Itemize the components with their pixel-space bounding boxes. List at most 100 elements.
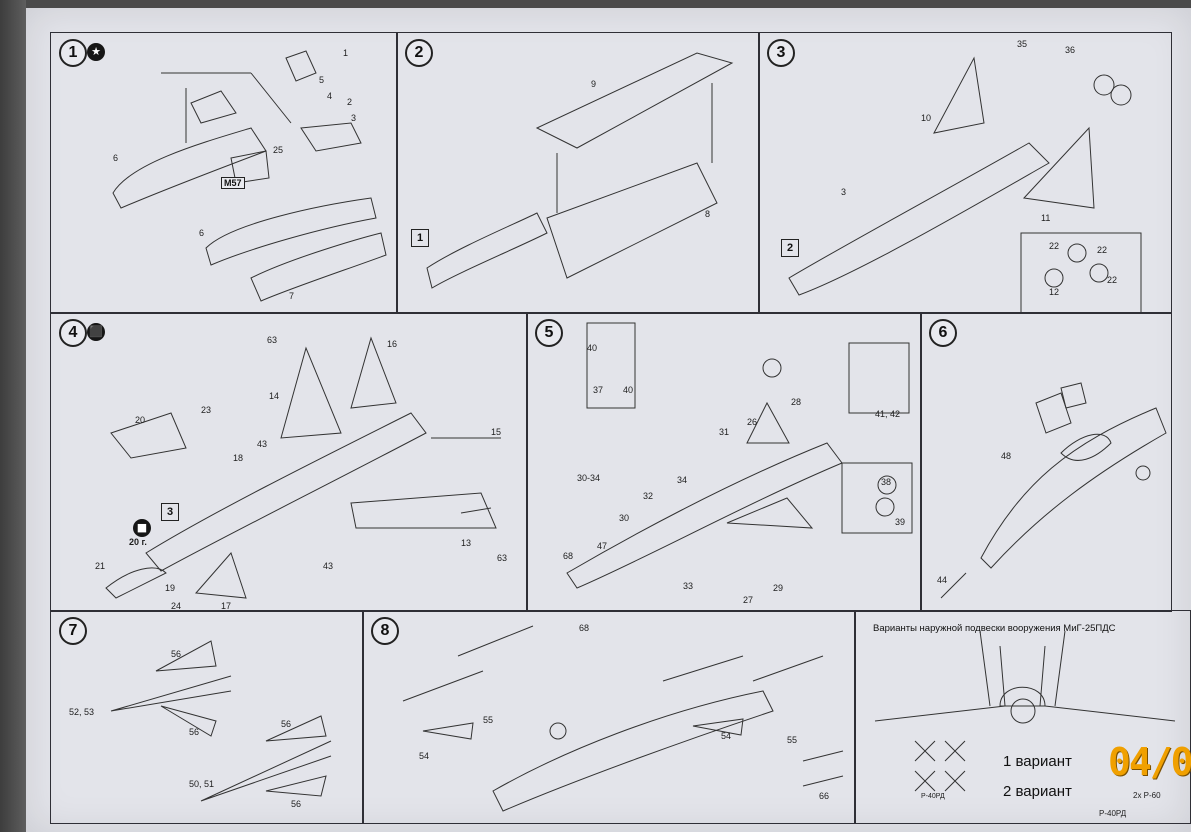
part-label: 1 (343, 48, 349, 58)
part-label: 27 (743, 595, 754, 605)
part-label: 63 (267, 335, 278, 345)
part-label: 47 (597, 541, 608, 551)
missile-label: 2x P-60 (1133, 791, 1161, 800)
step-2-drawing (426, 52, 734, 289)
step-number: 1 (59, 39, 87, 67)
step-panel-7: 7 56 52, 53 56 56 50, 51 56 (50, 610, 364, 824)
part-label: 63 (497, 553, 508, 563)
variant-2-label: 2 вариант (1003, 783, 1072, 800)
part-label: 14 (269, 391, 280, 401)
sub-assembly-box: 1 (411, 229, 429, 247)
part-label: 7 (289, 291, 295, 301)
sub-assembly-box: 3 (161, 503, 179, 521)
part-label: 56 (281, 719, 292, 729)
step-panel-4: 4 ⬛ 3 ■ 20 г. 63 16 14 20 23 18 43 15 13… (50, 312, 528, 612)
part-label: 56 (171, 649, 182, 659)
step-number: 4 (59, 319, 87, 347)
part-label: 19 (165, 583, 176, 593)
part-label: 26 (747, 417, 758, 427)
step-panel-6: 6 48 44 (920, 312, 1172, 612)
part-label: 5 (319, 75, 325, 85)
step-number: 6 (929, 319, 957, 347)
part-label: 3 (841, 187, 847, 197)
step-panel-8: 8 68 54 55 54 55 66 (362, 610, 856, 824)
sub-assembly-box: 2 (781, 239, 799, 257)
part-label: 40 (587, 343, 598, 353)
step-number: 8 (371, 617, 399, 645)
step-8-drawing (402, 625, 844, 812)
instruction-sheet: 1 ★ M57 6 5 1 4 2 3 25 6 7 2 1 9 8 (26, 8, 1191, 832)
part-label: 25 (273, 145, 284, 155)
part-label: 52, 53 (69, 707, 95, 717)
star-badge-icon: ★ (87, 43, 105, 61)
part-label: 21 (95, 561, 106, 571)
step-number: 5 (535, 319, 563, 347)
part-label: 20 (135, 415, 146, 425)
part-label: 10 (921, 113, 932, 123)
step-panel-5: 5 40 37 40 28 41, 42 31 26 30-34 34 32 3… (526, 312, 922, 612)
part-tag: M57 (221, 177, 245, 189)
part-label: 6 (199, 228, 205, 238)
front-view-drawing (874, 630, 1176, 792)
part-label: 30-34 (577, 473, 601, 483)
step-5-drawing (566, 322, 913, 589)
part-label: 56 (291, 799, 302, 809)
step-panel-3: 3 2 35 36 10 3 11 22 22 12 22 (758, 32, 1172, 314)
part-label: 43 (323, 561, 334, 571)
part-label: 55 (483, 715, 494, 725)
weight-label: 20 г. (129, 537, 147, 547)
part-label: 15 (491, 427, 502, 437)
part-label: 36 (1065, 45, 1076, 55)
part-label: 31 (719, 427, 730, 437)
step-4-drawing (105, 336, 501, 599)
part-label: 35 (1017, 39, 1028, 49)
variants-caption: Варианты наружной подвески вооружения Ми… (873, 623, 1116, 634)
part-label: 28 (791, 397, 802, 407)
step-7-drawing (110, 640, 332, 802)
step-1-drawing (112, 50, 387, 302)
part-label: 34 (677, 475, 688, 485)
missile-label: P-40РД (1099, 809, 1127, 818)
part-label: 29 (773, 583, 784, 593)
part-label: 12 (1049, 287, 1060, 297)
part-label: 30 (619, 513, 630, 523)
part-label: 40 (623, 385, 634, 395)
step-number: 2 (405, 39, 433, 67)
missile-label: P-40РД (921, 793, 945, 800)
part-label: 43 (257, 439, 268, 449)
camera-date-stamp: 04/0 (1108, 740, 1191, 784)
part-label: 54 (721, 731, 732, 741)
part-label: 66 (819, 791, 830, 801)
step-number: 7 (59, 617, 87, 645)
part-label: 33 (683, 581, 694, 591)
part-label: 18 (233, 453, 244, 463)
part-label: 24 (171, 601, 182, 611)
step-6-drawing (940, 382, 1167, 599)
weapons-variants-panel: Варианты наружной подвески вооружения Ми… (854, 610, 1191, 824)
part-label: 17 (221, 601, 232, 611)
part-label: 38 (881, 477, 892, 487)
part-label: 39 (895, 517, 906, 527)
weight-icon: ■ (133, 519, 151, 537)
part-label: 44 (937, 575, 948, 585)
step-3-drawing (788, 56, 1142, 313)
part-label: 54 (419, 751, 430, 761)
part-label: 16 (387, 339, 398, 349)
part-label: 48 (1001, 451, 1012, 461)
part-label: 9 (591, 79, 597, 89)
step-panel-1: 1 ★ M57 6 5 1 4 2 3 25 6 7 (50, 32, 398, 314)
part-label: 22 (1049, 241, 1060, 251)
part-label: 68 (563, 551, 574, 561)
part-label: 22 (1097, 245, 1108, 255)
part-label: 41, 42 (875, 409, 901, 419)
part-label: 37 (593, 385, 604, 395)
variant-1-label: 1 вариант (1003, 753, 1072, 770)
part-label: 4 (327, 91, 333, 101)
step-number: 3 (767, 39, 795, 67)
part-label: 2 (347, 97, 353, 107)
part-label: 68 (579, 623, 590, 633)
part-label: 56 (189, 727, 200, 737)
step-panel-2: 2 1 9 8 (396, 32, 760, 314)
part-label: 23 (201, 405, 212, 415)
part-label: 6 (113, 153, 119, 163)
